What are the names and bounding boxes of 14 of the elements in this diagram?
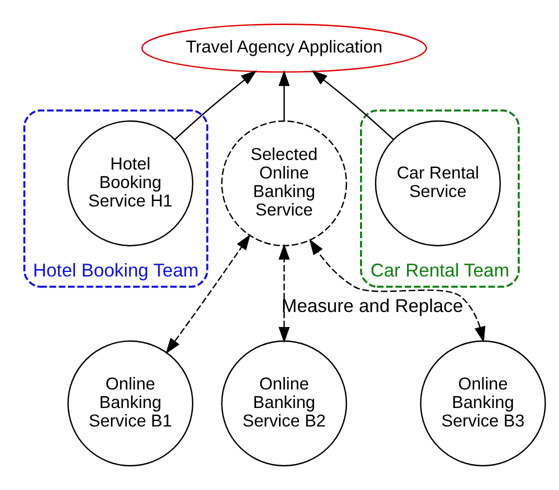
arrow — [166, 234, 250, 354]
node-ellipse: Travel Agency Application — [141, 24, 427, 73]
node-circle: Car Rental Service — [374, 120, 501, 246]
arrow — [311, 70, 394, 140]
node-circle: Selected Online Banking Service — [221, 120, 348, 246]
node-circle: Online Banking Service B1 — [67, 340, 194, 466]
node-circle: Hotel Booking Service H1 — [67, 120, 194, 246]
arrow — [309, 238, 486, 343]
node-circle: Online Banking Service B3 — [420, 340, 546, 466]
arrow — [278, 70, 290, 121]
arrow — [174, 70, 257, 140]
arrow — [278, 244, 290, 343]
edge-label: Measure and Replace — [282, 295, 464, 316]
node-circle: Online Banking Service B2 — [221, 340, 348, 466]
